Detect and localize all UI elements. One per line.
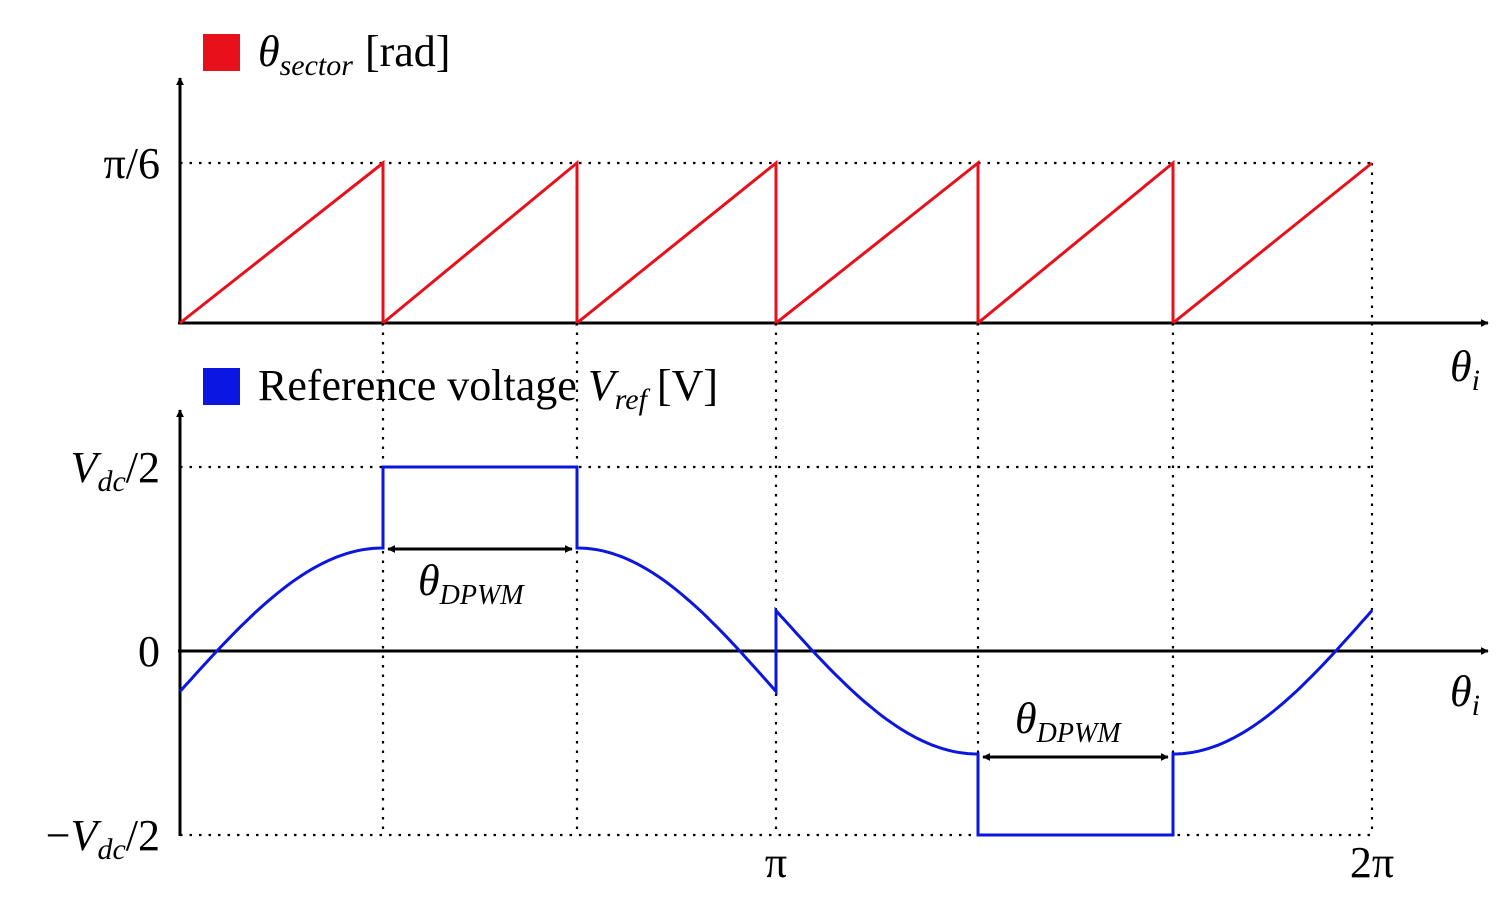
bottom-x-axis-label: θi (1450, 667, 1480, 722)
bottom-axes: Vdc/2 0 −Vdc/2 θi π 2π (46, 409, 1489, 887)
dpwm-annotation-positive: θDPWM (387, 545, 573, 611)
bottom-y-tick-neg-vdc2: −Vdc/2 (46, 811, 160, 866)
vref-waveform-line (178, 465, 1374, 837)
legend-sector-label: θsector[rad] (258, 27, 450, 82)
top-y-tick-pi6: π/6 (104, 139, 160, 188)
legend-vref-swatch (203, 368, 240, 405)
legend-sector-swatch (203, 34, 240, 71)
legend-sector: θsector[rad] (203, 27, 450, 82)
top-axes: π/6 θi (104, 77, 1489, 397)
bottom-x-tick-2pi: 2π (1350, 838, 1394, 887)
top-x-axis-label: θi (1450, 342, 1480, 397)
bottom-x-tick-pi: π (765, 838, 787, 887)
bottom-y-tick-vdc2: Vdc/2 (71, 443, 160, 498)
dpwm-label-negative: θDPWM (1015, 694, 1122, 749)
dpwm-label-positive: θDPWM (418, 556, 525, 611)
bottom-y-tick-zero: 0 (138, 627, 160, 676)
sector-sawtooth-line (179, 159, 1373, 327)
dpwm-annotation-negative: θDPWM (982, 694, 1169, 761)
